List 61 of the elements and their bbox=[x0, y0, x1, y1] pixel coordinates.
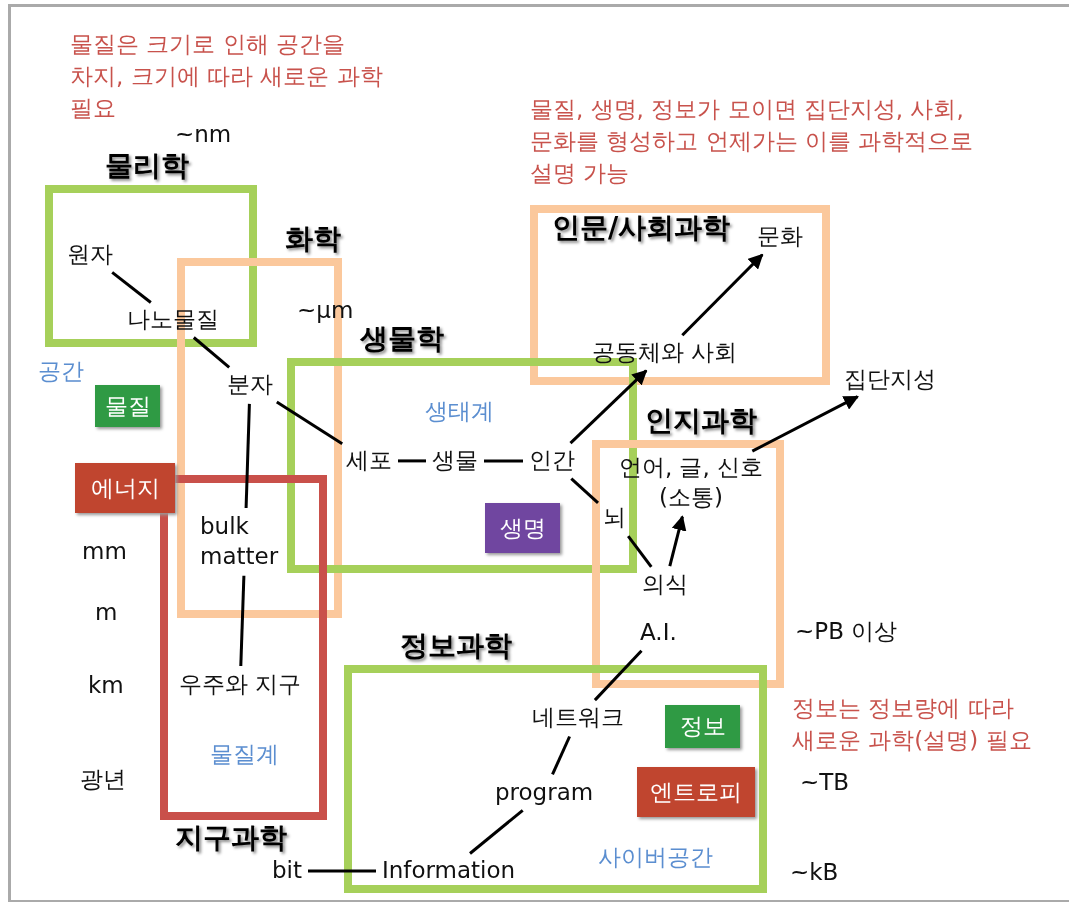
category-badge: 에너지 bbox=[75, 463, 175, 513]
field-title: 생물학 bbox=[360, 323, 444, 356]
connector-line bbox=[111, 271, 152, 304]
field-title: 정보과학 bbox=[400, 630, 512, 663]
field-title: 물리학 bbox=[105, 150, 189, 183]
scale-label: m bbox=[95, 598, 118, 627]
term-label: 세포 bbox=[344, 446, 394, 476]
connector-line bbox=[627, 535, 653, 568]
term-label: 의식 bbox=[640, 570, 690, 600]
term-label: 공동체와 사회 bbox=[590, 338, 740, 368]
term-label: program bbox=[493, 778, 596, 808]
term-label: 분자 bbox=[225, 370, 275, 400]
connector-line bbox=[308, 869, 376, 873]
field-title: 인문/사회과학 bbox=[552, 212, 731, 245]
term-label: 문화 bbox=[755, 222, 805, 252]
scale-label: ~TB bbox=[800, 768, 850, 797]
term-label: 우주와 지구 bbox=[177, 670, 304, 700]
term-label: bit bbox=[270, 856, 304, 886]
connector-line bbox=[570, 477, 599, 504]
connector-line bbox=[276, 400, 343, 446]
scale-label: 광년 bbox=[80, 765, 126, 794]
field-title: 지구과학 bbox=[175, 822, 287, 855]
field-frame bbox=[530, 205, 830, 385]
connector-line bbox=[469, 809, 524, 855]
scale-label: ~PB 이상 bbox=[795, 617, 898, 646]
arrow bbox=[681, 253, 764, 337]
field-title: 인지과학 bbox=[645, 405, 757, 438]
connector-line bbox=[192, 336, 231, 369]
connector-line bbox=[244, 403, 251, 509]
arrow bbox=[569, 369, 648, 445]
term-label: 원자 bbox=[65, 240, 115, 270]
field-title: 화학 bbox=[285, 223, 341, 256]
scale-label: ~μm bbox=[297, 296, 354, 325]
term-label: 인간 bbox=[527, 446, 577, 476]
region-label: 생태계 bbox=[425, 397, 494, 426]
arrow bbox=[668, 515, 687, 567]
connector-line bbox=[551, 735, 571, 775]
arrow bbox=[751, 395, 859, 453]
term-label: 나노물질 bbox=[125, 305, 221, 335]
term-label: A.I. bbox=[638, 618, 679, 648]
region-label: 사이버공간 bbox=[598, 843, 713, 872]
scale-label: ~kB bbox=[790, 858, 839, 887]
term-label: 네트워크 bbox=[530, 703, 626, 733]
term-label: bulk matter bbox=[198, 512, 292, 572]
category-badge: 정보 bbox=[665, 705, 740, 748]
scale-label: mm bbox=[82, 537, 127, 566]
connector-line bbox=[484, 459, 523, 463]
category-badge: 엔트로피 bbox=[637, 767, 755, 817]
note-text: 물질, 생명, 정보가 모이면 집단지성, 사회, 문화를 형성하고 언제가는 이를 과학적으로 설명 가능 bbox=[530, 95, 975, 189]
category-badge: 물질 bbox=[95, 385, 160, 427]
term-label: 집단지성 bbox=[842, 365, 938, 395]
region-label: 물질계 bbox=[210, 740, 279, 769]
term-label: 뇌 bbox=[601, 503, 628, 533]
term-label: 생물 bbox=[430, 446, 480, 476]
scale-label: km bbox=[88, 671, 124, 700]
category-badge: 생명 bbox=[485, 503, 560, 553]
connector-line bbox=[239, 575, 246, 667]
connector-line bbox=[398, 459, 426, 463]
region-label: 공간 bbox=[38, 357, 84, 386]
note-text: 정보는 정보량에 따라 새로운 과학(설명) 필요 bbox=[792, 694, 1033, 756]
term-label: Information bbox=[380, 856, 518, 886]
